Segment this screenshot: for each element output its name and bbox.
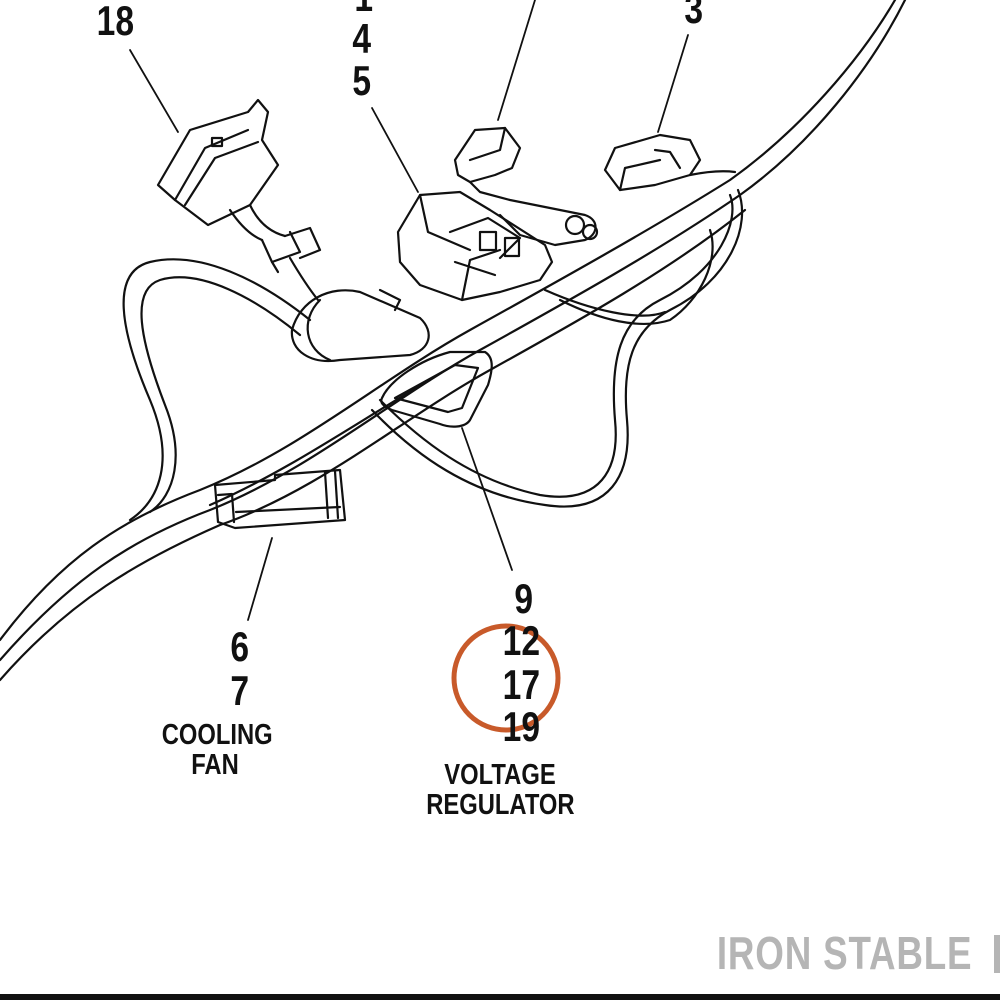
callout-19: 19	[502, 703, 541, 750]
voltage-regulator-caption-line2: REGULATOR	[426, 789, 575, 821]
connector-18	[156, 98, 322, 302]
wire-boot	[290, 288, 430, 363]
main-harness-wires	[0, 0, 907, 682]
bottom-border	[0, 994, 1000, 1000]
cooling-fan-connector	[213, 468, 347, 530]
callout-18: 18	[96, 0, 135, 44]
callout-17: 17	[502, 661, 541, 708]
callout-12: 12	[502, 617, 541, 664]
connector-3	[603, 133, 737, 192]
callout-5: 5	[352, 57, 372, 104]
watermark-divider	[994, 935, 1000, 973]
callout-9: 9	[514, 575, 534, 622]
voltage-regulator-caption-line1: VOLTAGE	[444, 759, 556, 791]
connector-4-5	[396, 190, 554, 302]
callout-6: 6	[230, 623, 250, 670]
callout-1: 1	[354, 0, 373, 18]
leader-lines	[129, 0, 689, 621]
voltage-regulator-plug	[380, 350, 493, 428]
callout-3: 3	[684, 0, 704, 32]
left-wire-loop	[122, 258, 312, 522]
callout-4: 4	[352, 15, 372, 62]
highlight-circle	[451, 623, 561, 733]
connector-upper-center	[453, 126, 599, 247]
callout-7: 7	[230, 667, 250, 714]
cooling-fan-caption-line1: COOLING	[161, 719, 273, 751]
watermark-logo-text: IRON STABLE	[716, 927, 972, 979]
right-wire-loop	[370, 188, 744, 508]
cooling-fan-caption-line2: FAN	[191, 749, 239, 781]
